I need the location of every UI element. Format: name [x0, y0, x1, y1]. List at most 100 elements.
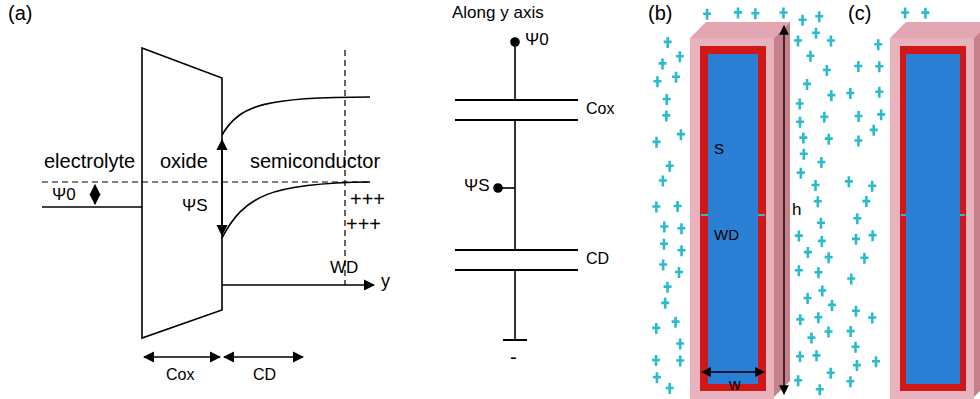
wd-arrow	[960, 214, 965, 216]
ion-mark	[653, 372, 661, 383]
ion-mark	[825, 326, 833, 337]
wd-arrow	[758, 214, 765, 216]
ion-mark	[672, 317, 680, 328]
charge-label: +++	[346, 213, 381, 236]
ion-mark	[874, 39, 882, 50]
ion-mark	[846, 88, 854, 99]
ion-mark	[676, 355, 684, 366]
ion-mark	[803, 79, 811, 90]
ion-mark	[827, 368, 835, 379]
ion-mark	[796, 98, 804, 109]
ion-mark	[664, 282, 672, 293]
semiconductor-core	[906, 54, 960, 384]
dimension-label: WD	[714, 226, 739, 243]
charge-label: +++	[350, 188, 385, 211]
dimension-label: w	[729, 376, 741, 394]
ion-mark	[853, 360, 861, 371]
axis-label: y	[381, 271, 390, 292]
ion-mark	[845, 176, 853, 187]
wd-arrow	[701, 214, 708, 216]
fermi-level	[42, 181, 372, 182]
ion-mark	[875, 61, 883, 72]
ion-mark	[812, 180, 820, 191]
capacitor-plate	[455, 119, 578, 121]
block-top	[690, 22, 790, 38]
ion-mark	[666, 383, 674, 394]
ion-mark	[846, 376, 854, 387]
ion-mark	[779, 8, 787, 19]
ion-mark	[823, 65, 831, 76]
ion-mark	[795, 265, 803, 276]
nanowire-c	[890, 22, 980, 399]
ion-mark	[820, 112, 828, 123]
ion-mark	[869, 230, 877, 241]
dimension-label: WD	[330, 258, 358, 278]
ion-mark	[852, 306, 860, 317]
ion-mark	[661, 298, 669, 309]
ion-mark	[806, 51, 814, 62]
ion-mark	[674, 201, 682, 212]
ion-mark	[813, 350, 821, 361]
ion-mark	[814, 312, 822, 323]
ion-mark	[853, 213, 861, 224]
capacitor-plate	[455, 99, 578, 101]
ion-mark	[870, 125, 878, 136]
ion-mark	[677, 129, 685, 140]
cox-arrow	[144, 356, 220, 358]
depletion-layer	[700, 46, 766, 391]
ion-mark	[852, 234, 860, 245]
ion-mark	[827, 35, 835, 46]
ion-mark	[677, 223, 685, 234]
ion-cloud	[652, 7, 929, 395]
ground-label: -	[510, 346, 517, 369]
ion-mark	[664, 37, 672, 48]
ion-mark	[751, 8, 759, 19]
potential-label: ΨS	[182, 196, 208, 216]
ion-mark	[678, 245, 686, 256]
ion-mark	[659, 58, 667, 69]
ion-mark	[703, 9, 711, 20]
ion-mark	[854, 136, 862, 147]
ion-mark	[663, 94, 671, 105]
ion-mark	[794, 375, 802, 386]
potential-label: Ψ0	[525, 30, 549, 50]
ion-mark	[855, 111, 863, 122]
ion-mark	[804, 247, 812, 258]
semiconductor-core	[708, 54, 758, 384]
ion-mark	[815, 11, 823, 22]
ion-mark	[794, 35, 802, 46]
ion-mark	[796, 351, 804, 362]
ion-mark	[825, 252, 833, 263]
ion-mark	[814, 196, 822, 207]
ion-mark	[816, 384, 824, 395]
ion-mark	[875, 87, 883, 98]
electrolyte-level	[42, 206, 142, 208]
ion-mark	[847, 273, 855, 284]
ion-mark	[676, 51, 684, 62]
ion-mark	[868, 313, 876, 324]
ion-mark	[877, 109, 885, 120]
ion-mark	[921, 8, 929, 19]
conduction-band	[222, 97, 370, 135]
ion-mark	[814, 267, 822, 278]
block-front	[690, 38, 774, 399]
block-top	[890, 22, 980, 38]
block-front	[890, 38, 974, 399]
ion-mark	[799, 133, 807, 144]
ion-mark	[795, 231, 803, 242]
ion-mark	[666, 161, 674, 172]
dimension-label: S	[714, 140, 724, 157]
block-side	[974, 22, 980, 397]
ion-mark	[847, 326, 855, 337]
width-arrow	[702, 371, 764, 372]
ion-mark	[818, 236, 826, 247]
ion-mark	[901, 8, 909, 19]
potential-label: Ψ0	[52, 185, 76, 205]
ground-symbol	[503, 339, 527, 341]
capacitor-plate	[455, 269, 578, 271]
ion-mark	[675, 267, 683, 278]
potential-label: ΨS	[464, 176, 490, 196]
ion-mark	[652, 202, 660, 213]
terminal-dot	[494, 184, 502, 192]
capacitor-circuit	[455, 38, 578, 340]
